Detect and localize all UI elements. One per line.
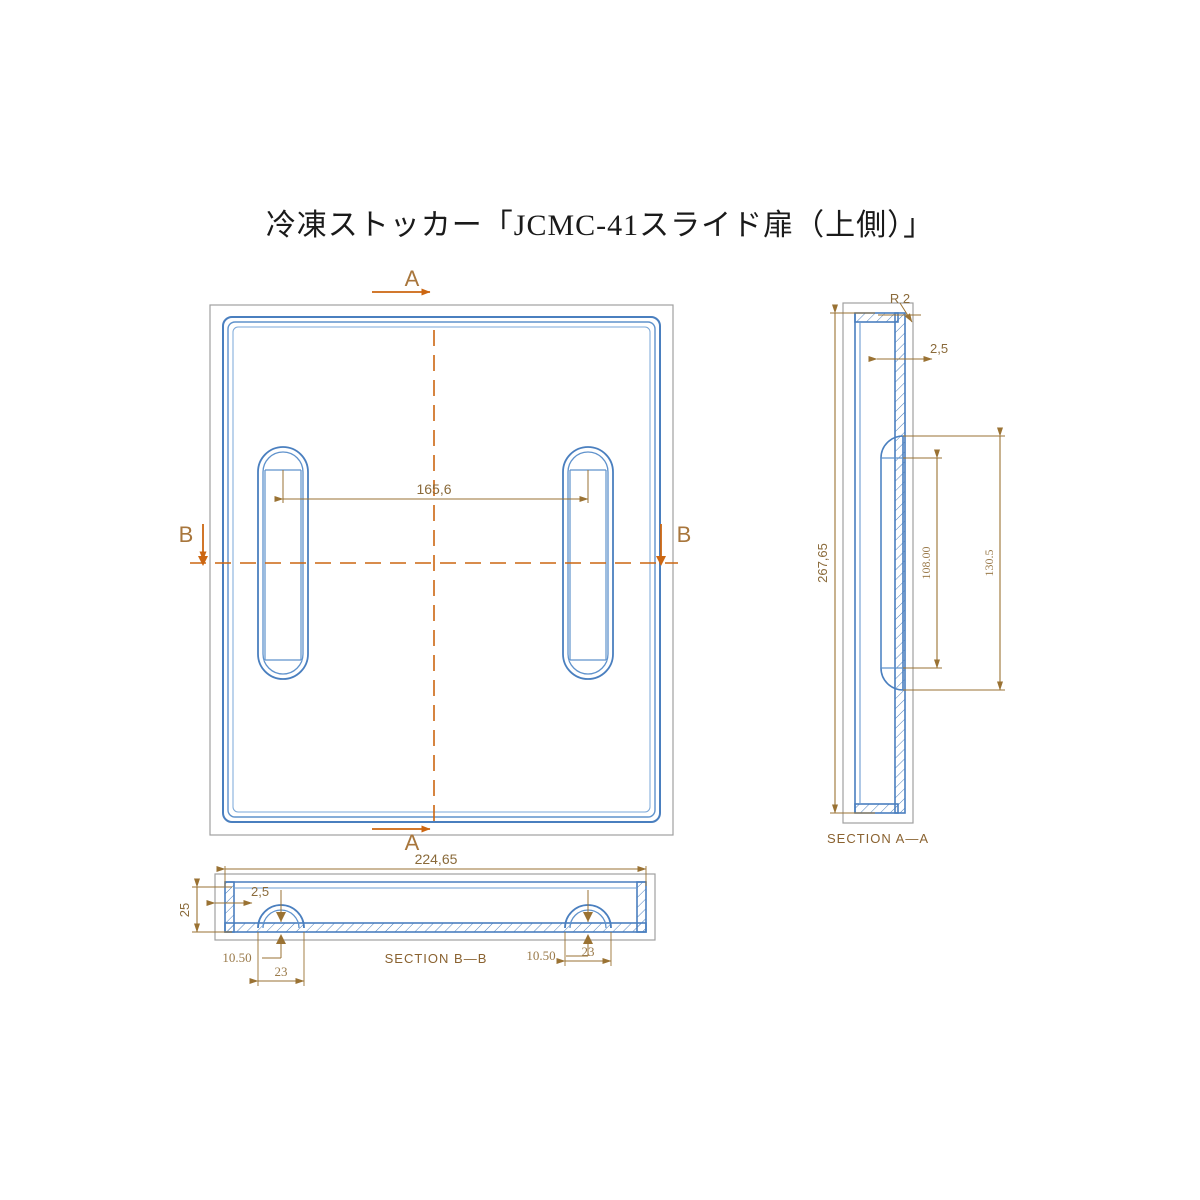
section-marker-b-right-label: B <box>677 522 692 547</box>
dim-r2-leader <box>899 302 913 323</box>
dimension-23-left: 23 <box>249 932 305 986</box>
section-marker-a-bottom-label: A <box>405 830 420 855</box>
front-panel-inner-edge <box>227 321 656 818</box>
dim-1050-left-arrowhead-a <box>276 912 286 922</box>
dim-23-left-label: 23 <box>275 964 288 979</box>
dim-130-label: 130.5 <box>982 550 996 577</box>
section-marker-a-top-label: A <box>405 266 420 291</box>
dim-r2-label: R 2 <box>890 291 910 306</box>
dim-2-5-bb-label: 2,5 <box>251 884 269 899</box>
dimension-23-right: 23 <box>556 932 612 966</box>
section-bb-bottom-plate <box>224 922 647 933</box>
section-b-b-view: 224,65 25 2,5 10.50 <box>177 851 656 986</box>
section-aa-bottom-flange <box>854 803 899 814</box>
dim-267-65-label: 267,65 <box>815 543 830 583</box>
handle-slot-right-outer <box>562 446 614 680</box>
dim-25-label: 25 <box>177 903 192 917</box>
front-panel-fillet-edge <box>232 326 651 813</box>
handle-slot-left <box>257 446 309 680</box>
dim-2-5-aa-label: 2,5 <box>930 341 948 356</box>
dimension-165-6: 165,6 <box>274 470 589 503</box>
section-bb-label: SECTION B—B <box>385 951 488 966</box>
section-marker-b-left-arrowhead <box>198 556 208 566</box>
dim-1050-left-arrowhead-b <box>276 934 286 944</box>
dimension-2-5-bb: 2,5 <box>206 884 269 906</box>
section-marker-b-right: B <box>656 522 691 566</box>
dim-1050-left-label: 10.50 <box>222 950 251 965</box>
dimension-224-65: 224,65 <box>216 851 647 886</box>
dimension-25: 25 <box>177 878 232 933</box>
front-view: 165,6 A A B B <box>179 266 692 855</box>
dimension-108-00: 108.00 <box>903 449 942 669</box>
section-marker-b-right-arrowhead <box>656 556 666 566</box>
section-marker-b-left-label: B <box>179 522 194 547</box>
dimension-r2: R 2 <box>878 291 921 323</box>
front-panel-outer-edge <box>222 316 661 823</box>
front-view-bounding-box <box>209 304 674 836</box>
dim-1050-right-arrowhead-b <box>583 934 593 944</box>
dim-1050-right-arrowhead-a <box>583 912 593 922</box>
section-marker-a-top: A <box>372 266 431 296</box>
dimension-130-5: 130.5 <box>903 427 1005 691</box>
section-marker-a-bottom: A <box>372 825 431 855</box>
dim-165-6-label: 165,6 <box>416 481 451 497</box>
section-aa-bounding-box <box>842 302 914 824</box>
dim-108-label: 108.00 <box>919 547 933 580</box>
dimension-10-50-right: 10.50 <box>526 890 593 963</box>
dimension-10-50-left: 10.50 <box>222 890 286 965</box>
dim-23-right-label: 23 <box>582 944 595 959</box>
section-aa-wall-hatch <box>894 312 906 814</box>
section-a-a-view: R 2 2,5 267,65 108.00 <box>815 291 1005 846</box>
section-aa-label: SECTION A—A <box>827 831 929 846</box>
section-bb-bounding-box <box>214 873 656 941</box>
section-marker-b-left: B <box>179 522 208 566</box>
dimension-267-65: 267,65 <box>815 304 875 814</box>
section-aa-top-flange <box>854 312 899 323</box>
page-title: 冷凍ストッカー「JCMC-41スライド扉（上側）」 <box>265 209 935 242</box>
dim-1050-right-label: 10.50 <box>526 948 555 963</box>
handle-slot-left-outer <box>257 446 309 680</box>
dimension-2-5-aa: 2,5 <box>868 341 948 362</box>
dim-224-label: 224,65 <box>415 851 458 867</box>
